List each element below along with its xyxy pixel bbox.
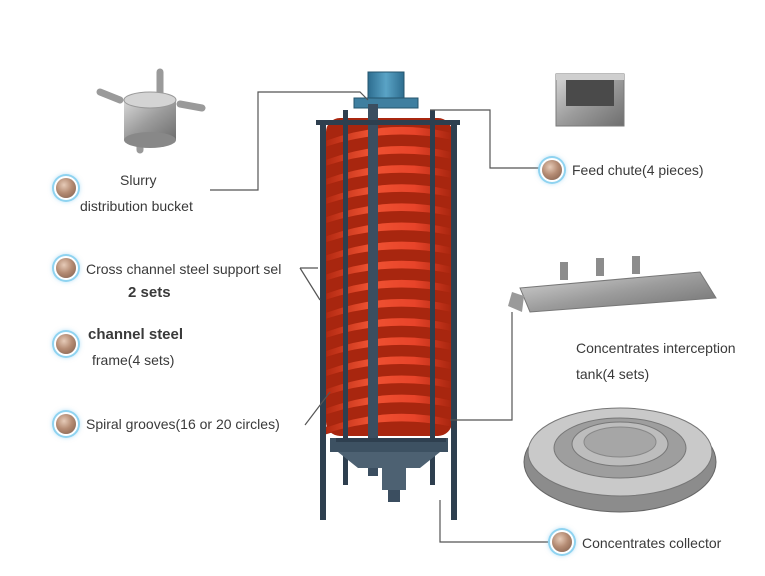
interception-tank-image — [508, 256, 717, 313]
slurry-bucket-image — [96, 68, 206, 154]
label-spiral-grooves: Spiral grooves(16 or 20 circles) — [86, 416, 280, 432]
leader-lines — [210, 91, 550, 543]
label-cross-channel-sets: 2 sets — [128, 284, 171, 301]
spiral-chute-machine — [316, 71, 460, 520]
bullet-icon — [56, 414, 76, 434]
label-concentrates-collector: Concentrates collector — [582, 535, 722, 551]
bullet-icon — [56, 258, 76, 278]
label-distribution-bucket: distribution bucket — [80, 198, 193, 214]
label-interception-tank: Concentrates interception — [576, 340, 736, 356]
label-frame-sets: frame(4 sets) — [92, 352, 175, 368]
spiral-grooves — [325, 118, 453, 436]
bullet-icon — [56, 178, 76, 198]
bullet-icon — [542, 160, 562, 180]
central-column — [368, 104, 378, 476]
label-slurry: Slurry — [120, 172, 157, 188]
bullet-icon — [56, 334, 76, 354]
label-tank-sets: tank(4 sets) — [576, 366, 650, 382]
channel-steel-frame — [316, 110, 460, 520]
label-feed-chute: Feed chute(4 pieces) — [572, 162, 704, 178]
bullet-icon — [552, 532, 572, 552]
machine-base — [330, 438, 448, 502]
collector-image — [523, 407, 717, 513]
label-channel-steel: channel steel — [88, 326, 184, 343]
feed-pipe-flange — [353, 97, 419, 109]
feed-chute-image — [555, 73, 625, 127]
label-cross-channel: Cross channel steel support sel — [86, 261, 282, 277]
